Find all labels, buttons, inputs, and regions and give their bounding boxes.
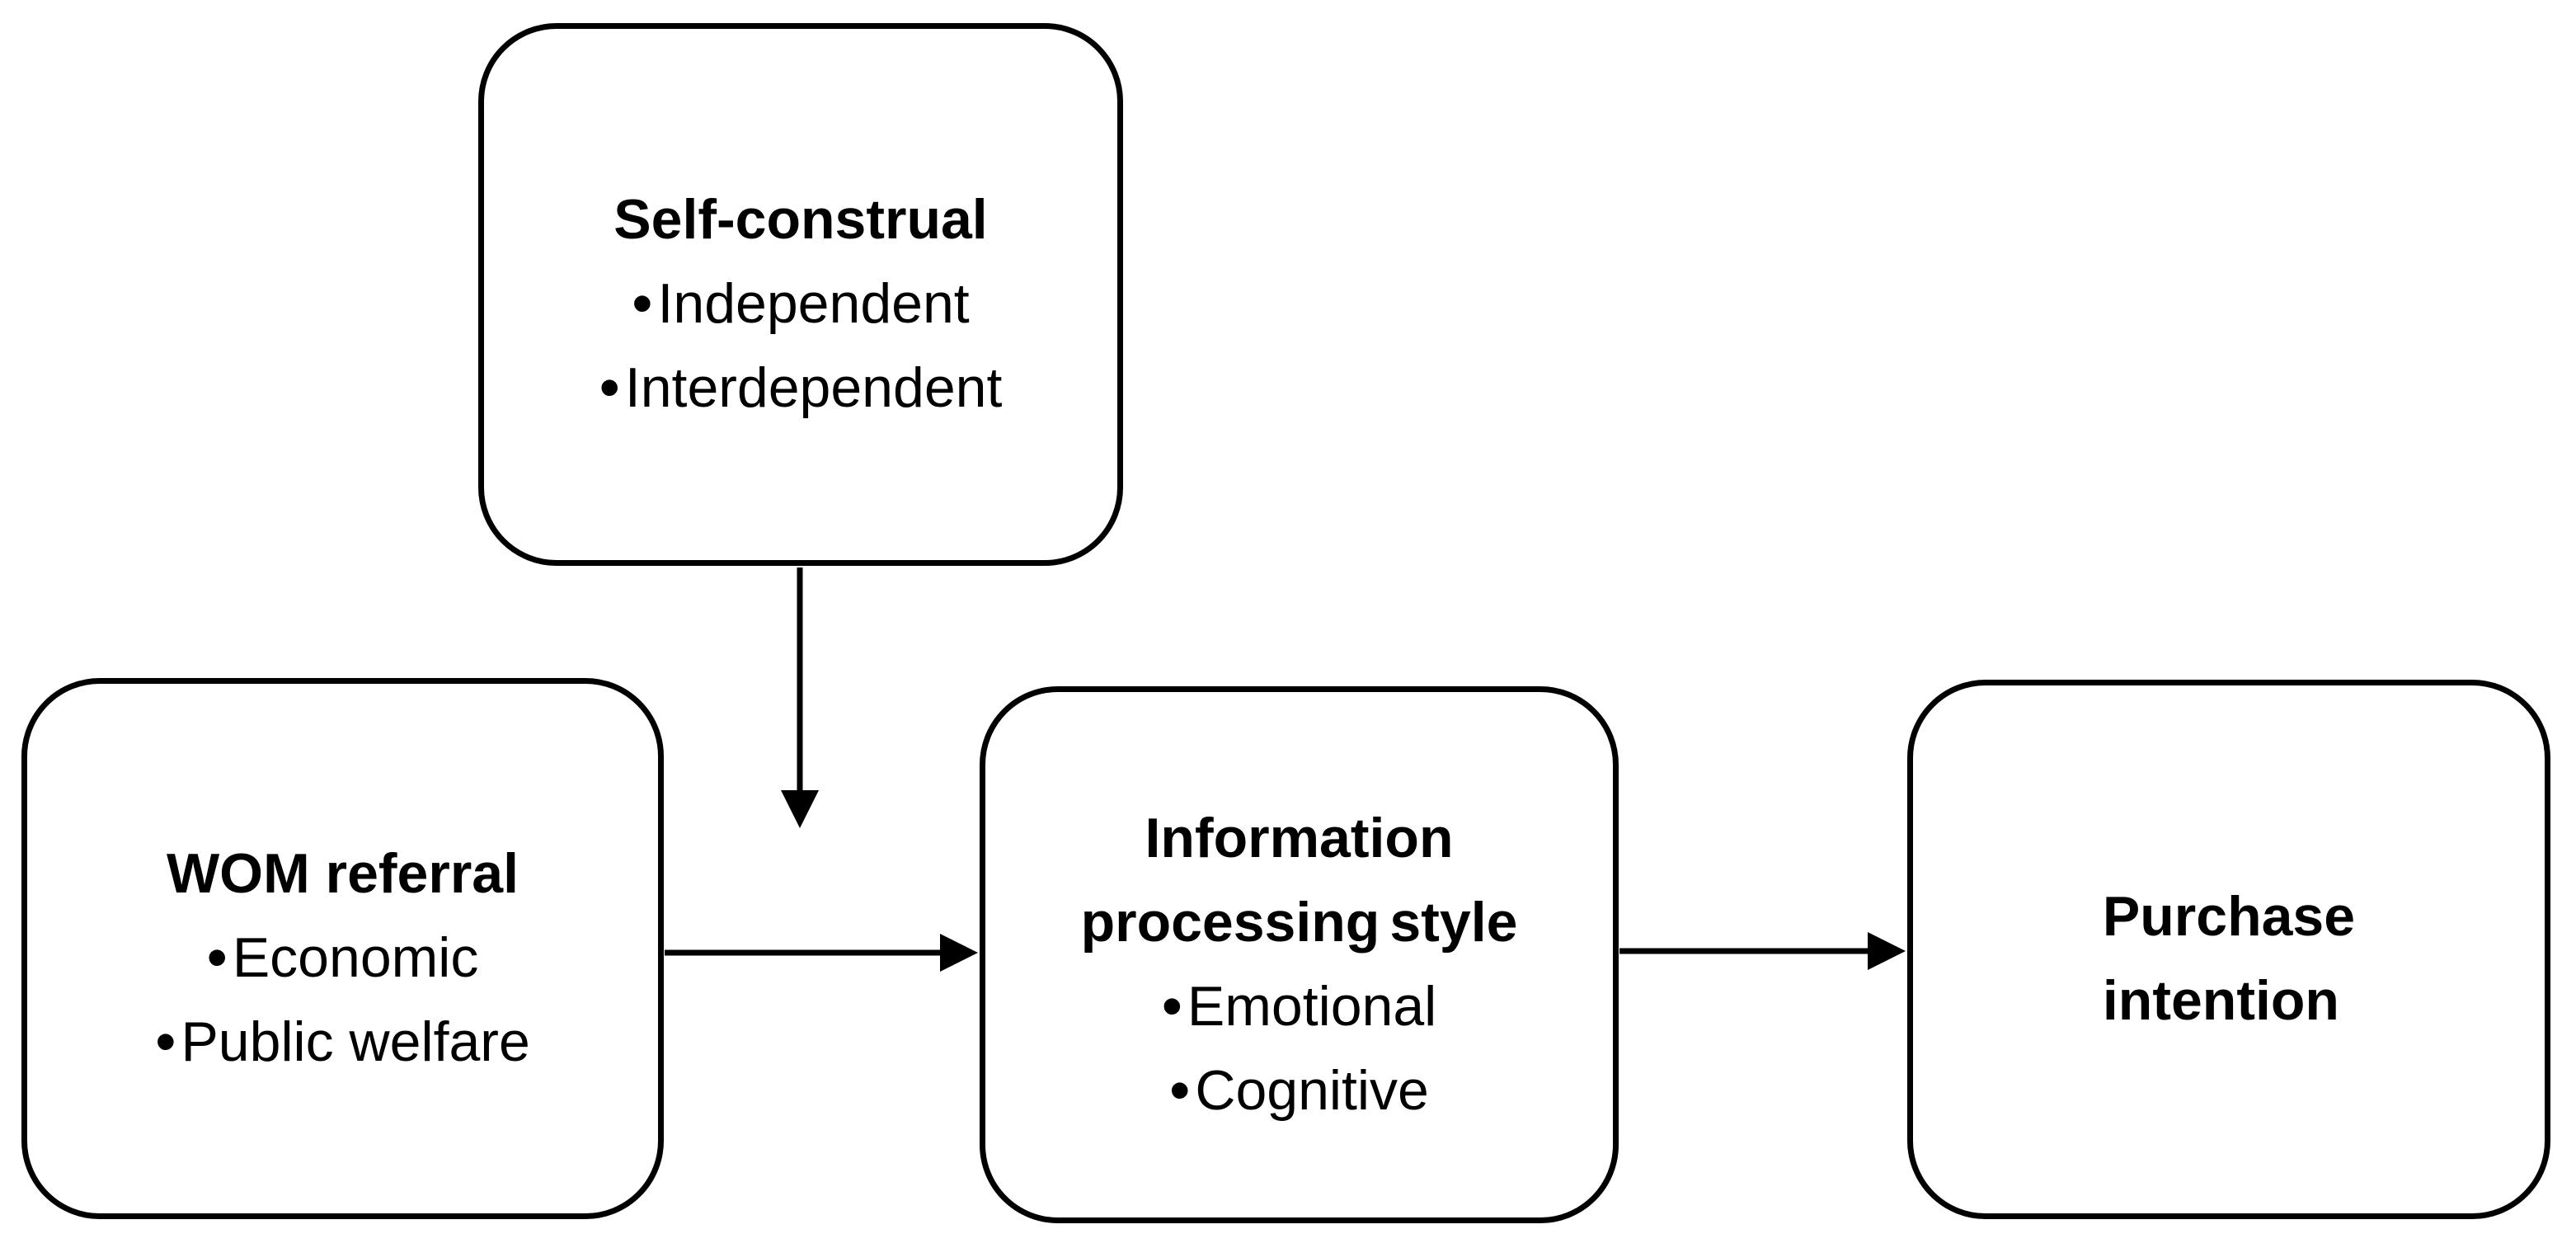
bullet-item: • Emotional: [1162, 964, 1437, 1048]
node-information-processing-style-content: Information processing style • Emotional…: [1081, 778, 1518, 1133]
bullet-text: Economic: [232, 926, 479, 989]
node-title: WOM referral: [167, 842, 519, 905]
node-information-processing-style: Information processing style • Emotional…: [980, 686, 1619, 1223]
bullet-item: • Cognitive: [1169, 1048, 1429, 1133]
node-wom-referral: WOM referral • Economic • Public welfare: [21, 678, 664, 1219]
node-self-construal-content: Self-construal • Independent • Interdepe…: [599, 159, 1003, 430]
node-purchase-intention: Purchase intention: [1907, 680, 2550, 1219]
node-title-line-1: Information: [1145, 806, 1454, 869]
bullet-glyph: •: [599, 355, 620, 421]
node-wom-referral-content: WOM referral • Economic • Public welfare: [155, 813, 530, 1084]
bullet-item: • Interdependent: [599, 346, 1003, 430]
bullet-text: Cognitive: [1195, 1058, 1429, 1122]
bullet-text: Interdependent: [624, 356, 1003, 419]
bullet-glyph: •: [155, 1009, 176, 1075]
bullet-text: Emotional: [1187, 974, 1437, 1038]
node-self-construal: Self-construal • Independent • Interdepe…: [478, 23, 1123, 566]
bullet-text: Public welfare: [181, 1010, 530, 1073]
bullet-item: • Economic: [207, 916, 479, 1000]
node-title-line-1: Purchase: [2102, 885, 2356, 948]
node-title-line-2: intention: [2102, 969, 2339, 1032]
node-title-line-2: processing style: [1080, 890, 1518, 954]
bullet-glyph: •: [206, 925, 228, 991]
node-purchase-intention-content: Purchase intention: [2103, 856, 2355, 1043]
node-title: Self-construal: [613, 188, 988, 251]
bullet-glyph: •: [1161, 972, 1182, 1039]
bullet-glyph: •: [632, 271, 653, 337]
bullet-glyph: •: [1169, 1057, 1191, 1123]
bullet-item: • Public welfare: [155, 1000, 530, 1084]
bullet-item: • Independent: [632, 261, 969, 346]
bullet-text: Independent: [657, 272, 970, 335]
